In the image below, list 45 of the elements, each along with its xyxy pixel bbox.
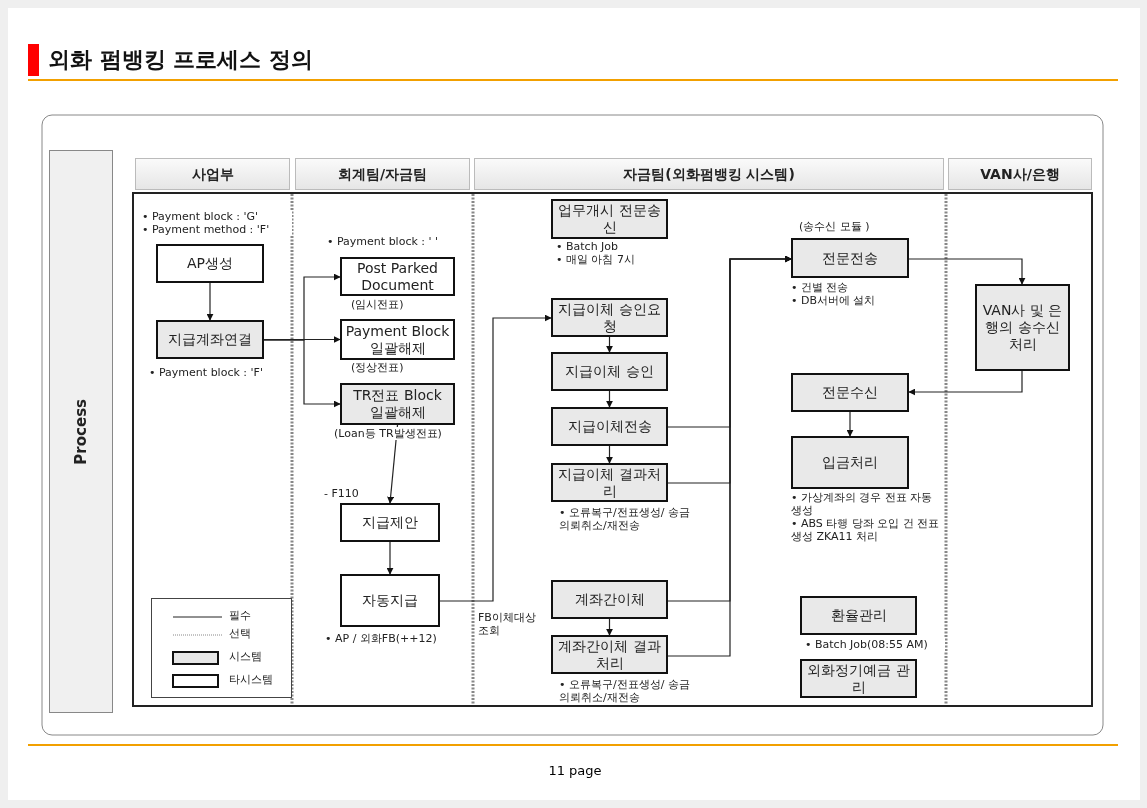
process-box: AP생성: [156, 244, 264, 283]
lane-header: 회계팀/자금팀: [295, 158, 470, 190]
arrow: [606, 445, 613, 464]
arrow: [439, 314, 552, 602]
process-box: 지급계좌연결: [156, 320, 264, 359]
process-box: 자동지급: [340, 574, 440, 627]
process-box: 환율관리: [800, 596, 917, 635]
legend-label: 선택: [229, 627, 252, 640]
page-title: 외화 펌뱅킹 프로세스 정의: [48, 46, 314, 74]
arrow: [206, 282, 214, 321]
process-box: 지급이체전송: [551, 407, 668, 446]
annotation-text: • Batch Job(08:55 AM): [805, 638, 945, 651]
legend-label: 시스템: [229, 650, 263, 663]
lane-header: 자금팀(외화펌뱅킹 시스템): [474, 158, 944, 190]
arrow: [606, 618, 613, 636]
process-box: 입금처리: [791, 436, 909, 489]
process-box: 계좌간이체: [551, 580, 668, 619]
arrow: [606, 336, 613, 353]
annotation-text: • Payment block : 'G': [142, 210, 292, 223]
page-number: 11 page: [547, 763, 603, 780]
process-box: VAN사 및 은행의 송수신처리: [975, 284, 1070, 371]
annotation-text: • Payment method : 'F': [142, 223, 292, 236]
lane-header: 사업부: [135, 158, 290, 190]
process-box: TR전표 Block 일괄해제: [340, 383, 455, 425]
lane-header: VAN사/은행: [948, 158, 1092, 190]
process-box: 지급이체 결과처리: [551, 463, 668, 502]
process-box: 외화정기예금 관리: [800, 659, 917, 698]
arrow: [908, 370, 1023, 396]
process-box: 업무개시 전문송신: [551, 199, 668, 239]
process-box: 전문수신: [791, 373, 909, 412]
arrow: [263, 339, 341, 408]
process-box: Post Parked Document: [340, 257, 455, 296]
row-header: Process: [49, 150, 113, 713]
process-box: Payment Block 일괄해제: [340, 319, 455, 360]
arrow: [846, 411, 854, 437]
process-box: 전문전송: [791, 238, 909, 278]
arrow: [386, 541, 394, 575]
process-box: 계좌간이체 결과처리: [551, 635, 668, 674]
process-box: 지급이체 승인: [551, 352, 668, 391]
process-box: 지급제안: [340, 503, 440, 542]
legend-label: 필수: [229, 609, 252, 622]
legend-label: 타시스템: [229, 673, 274, 686]
arrow: [908, 258, 1026, 285]
process-box: 지급이체 승인요청: [551, 298, 668, 337]
arrow: [606, 390, 613, 408]
